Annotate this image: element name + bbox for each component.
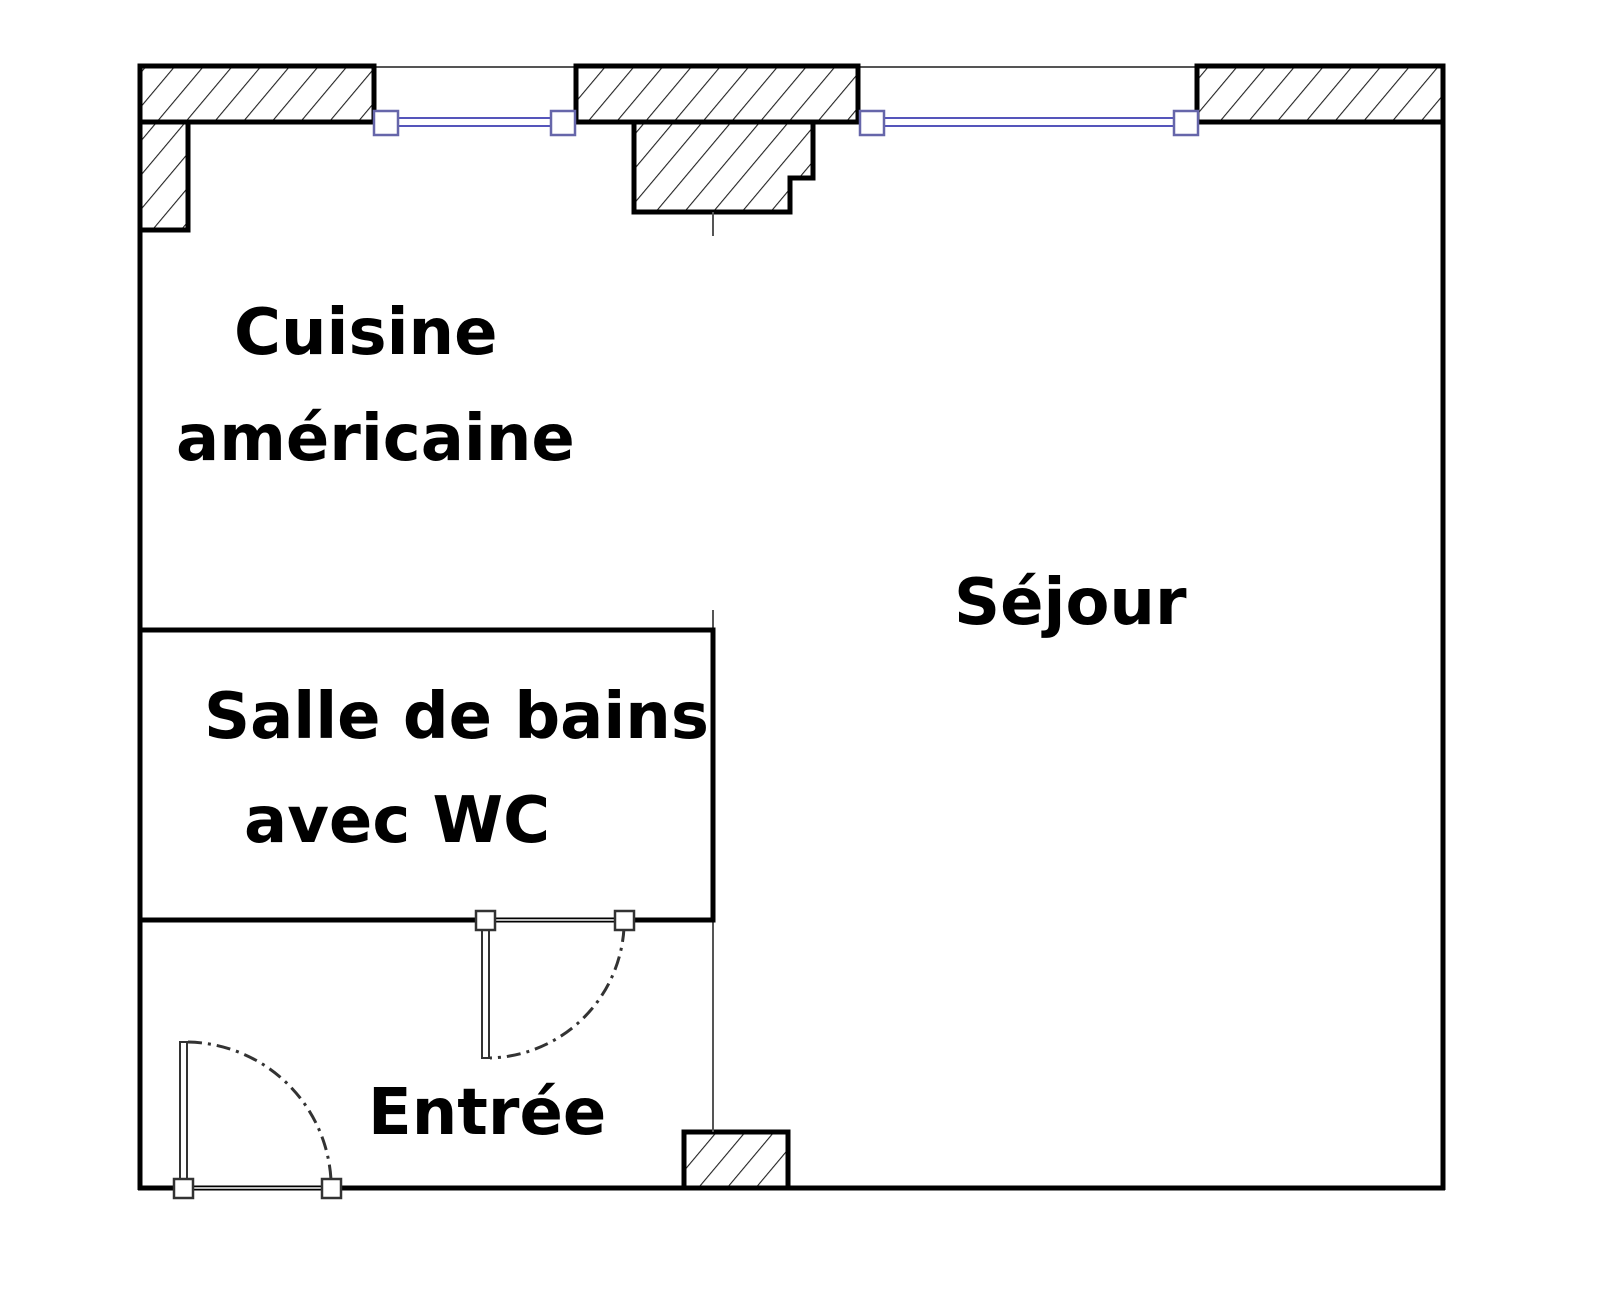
kitchen-label-line2: américaine <box>176 402 575 476</box>
window-left <box>372 109 577 137</box>
wall-block-top-right <box>1194 63 1446 125</box>
pillar-left <box>137 119 191 233</box>
living-label: Séjour <box>954 566 1187 640</box>
wall-block-top-center <box>573 63 861 125</box>
bathroom-label-line1: Salle de bains <box>204 680 709 754</box>
entrance-label: Entrée <box>368 1076 606 1150</box>
pillar-bottom <box>681 1129 791 1191</box>
bathroom-walls <box>137 627 716 923</box>
kitchen-label-line1: Cuisine <box>234 296 497 370</box>
bathroom-door <box>474 909 636 1060</box>
wall-block-top-left <box>137 63 377 125</box>
entrance-door <box>172 1040 343 1200</box>
bathroom-label-line2: avec WC <box>244 784 550 858</box>
window-right <box>858 109 1200 137</box>
chimney-block <box>631 119 816 215</box>
